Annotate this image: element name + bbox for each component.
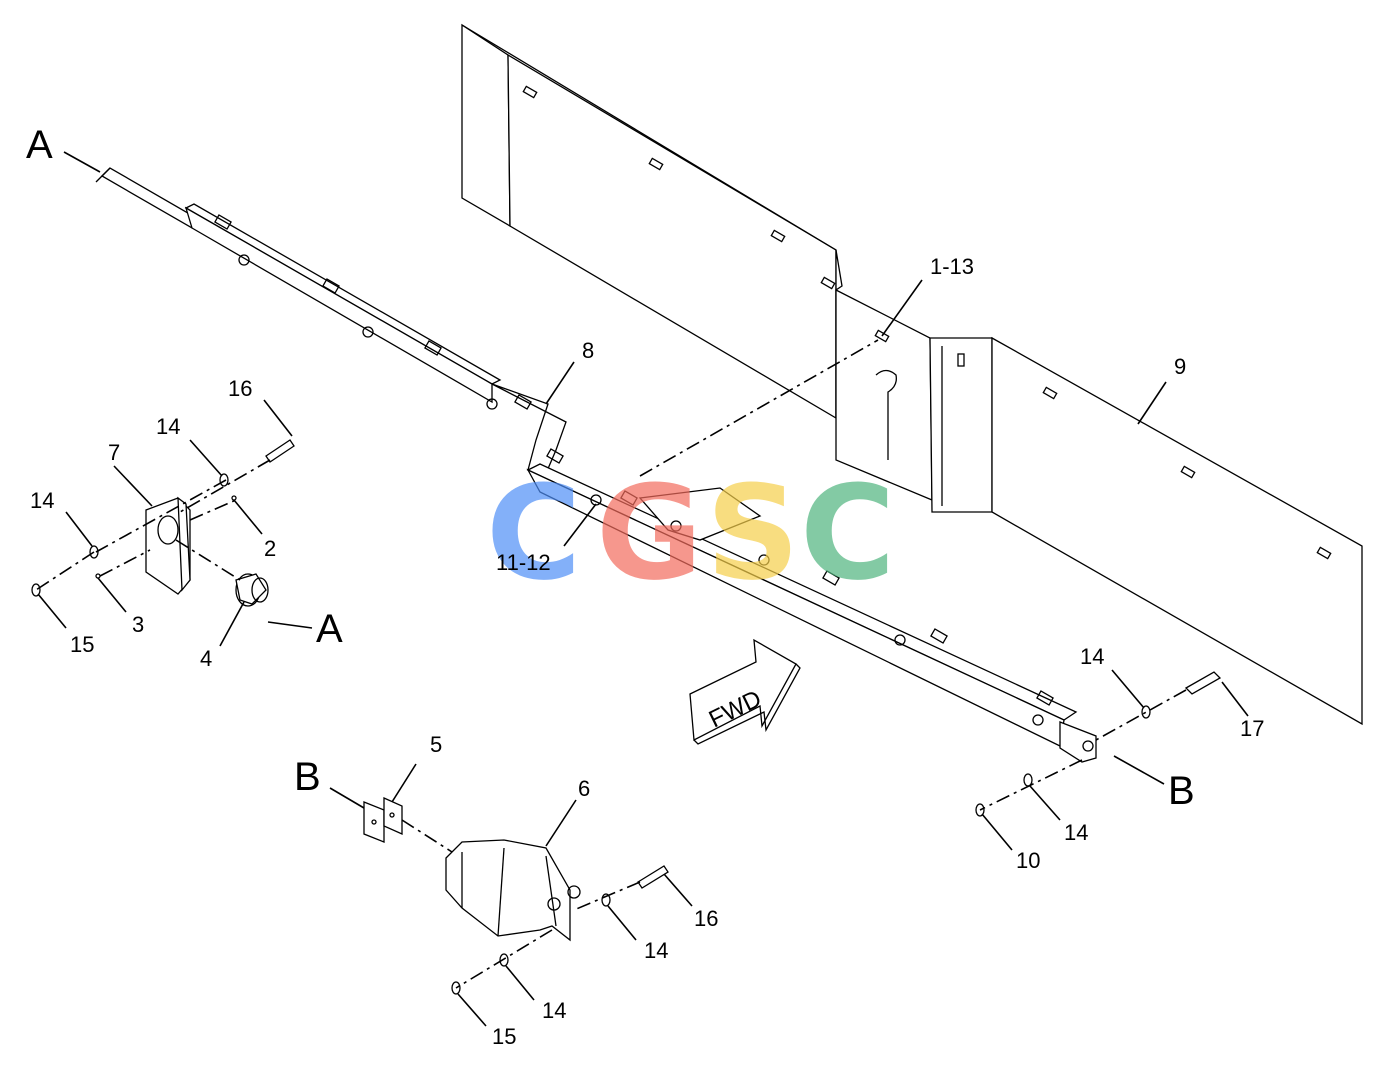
callout-a-top: A (26, 123, 53, 167)
callout-15-a: 15 (70, 632, 94, 657)
watermark-letter-3: S (706, 457, 800, 609)
callout-2: 2 (264, 536, 276, 561)
callout-9: 9 (1174, 354, 1186, 379)
callout-16-a: 16 (228, 376, 252, 401)
callout-1-13: 1-13 (930, 254, 974, 279)
assembly-lines (35, 339, 1187, 989)
callout-15-b: 15 (492, 1024, 516, 1049)
callouts: A A B B 1-13 2 3 4 5 6 7 8 9 10 11-12 14… (26, 123, 1264, 1049)
bracket-holes (214, 214, 1094, 752)
plate-5 (363, 796, 403, 843)
callout-14-e: 14 (644, 938, 668, 963)
watermark-letter-4: C (800, 457, 895, 609)
callout-b-right: B (1168, 769, 1195, 813)
bracket-6 (445, 839, 581, 942)
pillow-block-7 (145, 496, 191, 595)
callout-11-12: 11-12 (496, 550, 551, 575)
callout-6: 6 (578, 776, 590, 801)
panel-9 (461, 23, 1363, 726)
watermark-letter-2: G (596, 457, 703, 609)
callout-3: 3 (132, 612, 144, 637)
callout-10: 10 (1016, 848, 1040, 873)
callout-14-d: 14 (1064, 820, 1088, 845)
callout-8: 8 (582, 338, 594, 363)
fasteners (31, 167, 1222, 995)
bracket-8 (100, 167, 1097, 763)
watermark: C G S C (486, 457, 895, 609)
callout-16-b: 16 (694, 906, 718, 931)
callout-a-right: A (316, 607, 343, 651)
callout-14-c: 14 (1080, 644, 1104, 669)
callout-b-left: B (294, 755, 321, 799)
callout-17: 17 (1240, 716, 1264, 741)
bearing-4 (235, 573, 269, 607)
callout-14-a: 14 (156, 414, 180, 439)
fwd-arrow: FWD (689, 638, 801, 745)
callout-14-f: 14 (542, 998, 566, 1023)
callout-14-b: 14 (30, 488, 54, 513)
callout-7: 7 (108, 440, 120, 465)
watermark-letter-1: C (486, 457, 581, 609)
leader-lines (37, 151, 1249, 1027)
callout-4: 4 (200, 646, 212, 671)
callout-5: 5 (430, 732, 442, 757)
